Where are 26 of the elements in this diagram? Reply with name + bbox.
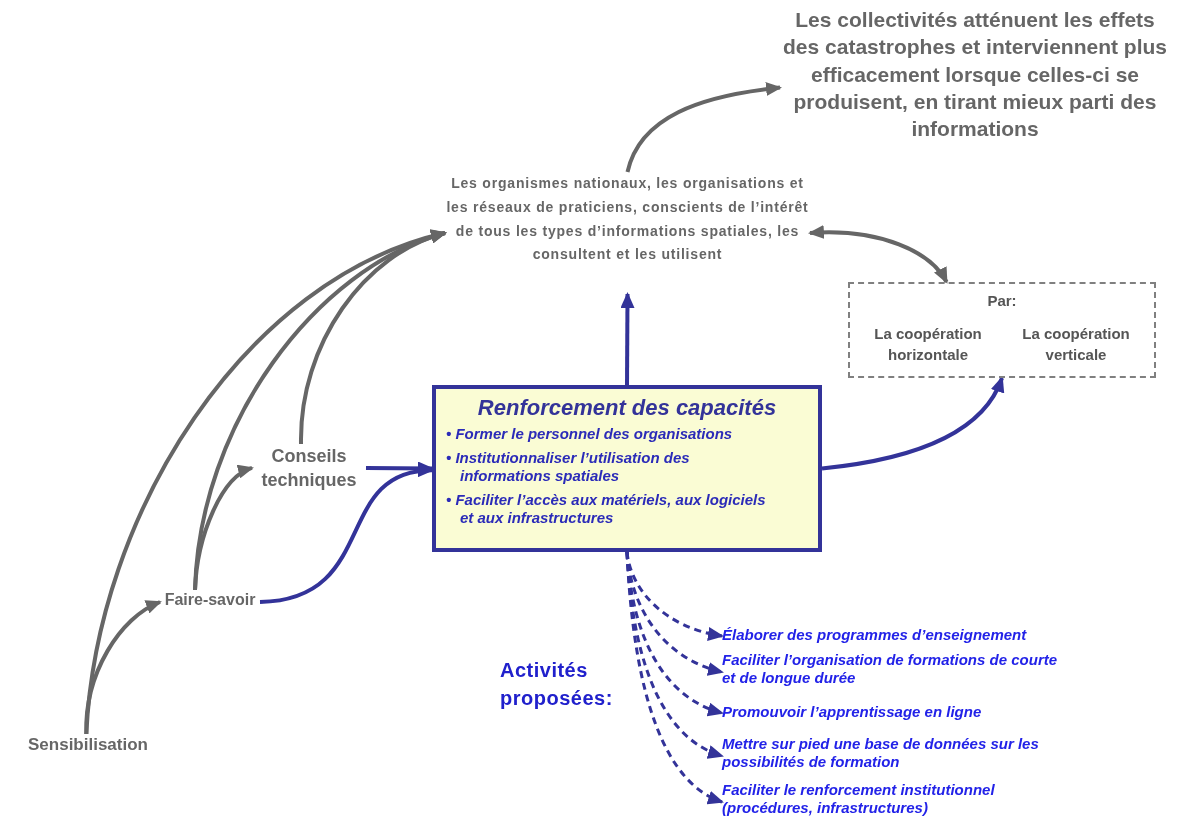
curved-arrow: [620, 292, 635, 385]
dashed-box: [848, 282, 1156, 378]
activity-text: Faciliter le renforcement institutionnel (procédures, infrastructures): [722, 781, 1062, 823]
activity-text: Promouvoir l’apprentissage en ligne: [722, 703, 1102, 723]
activity-text: Faciliter l’organisation de formations de courte et de longue durée: [722, 651, 1062, 693]
activity-text: Mettre sur pied une base de données sur les possibilités de formation: [722, 735, 1062, 777]
curved-arrow: [299, 230, 447, 445]
curved-arrow: [84, 600, 162, 735]
node-label: Conseils techniques: [252, 444, 366, 496]
curved-arrow: [808, 225, 949, 284]
curved-arrow: [625, 82, 782, 173]
node-label: Faire-savoir: [160, 590, 260, 614]
bullet-item: • Former le personnel des organisations: [446, 425, 734, 443]
activity-text: Élaborer des programmes d’enseignement: [722, 626, 1102, 646]
section-label: Activités proposées:: [500, 658, 614, 711]
box-title: Renforcement des capacités: [476, 395, 778, 421]
bullet-item: • Faciliter l’accès aux matériels, aux logiciels et aux infrastructures: [446, 491, 767, 527]
dashed-arrow: [625, 551, 724, 804]
process-box: [432, 385, 822, 552]
curved-arrow: [193, 466, 254, 591]
curved-arrow: [821, 376, 1004, 471]
cooperation-text: La coopération horizontale: [873, 324, 983, 365]
node-label: Sensibilisation: [4, 734, 172, 760]
cooperation-text: La coopération verticale: [1021, 324, 1131, 365]
bullet-item: • Institutionnaliser l’utilisation des informations spatiales: [446, 449, 691, 485]
box-heading: Par:: [987, 292, 1017, 311]
